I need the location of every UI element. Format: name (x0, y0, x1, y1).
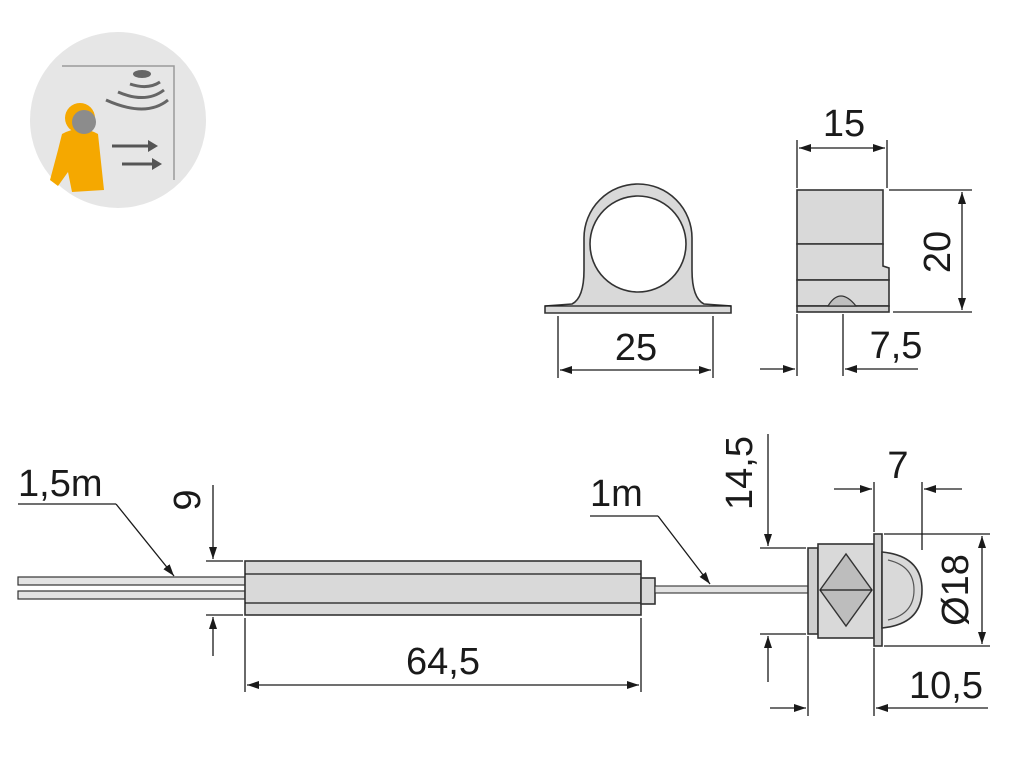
sensor-offset-label: 14,5 (719, 436, 761, 510)
lens-depth-label: 7 (887, 445, 908, 487)
clip-height-dimension: 20 (889, 189, 972, 313)
clip-depth-label: 15 (823, 103, 865, 145)
left-cable-length-label: 1,5m (18, 463, 102, 505)
right-cable-length-label: 1m (590, 473, 643, 515)
body-length-dimension: 64,5 (244, 618, 642, 692)
clip-offset-label: 7,5 (870, 325, 923, 367)
sensor-offset-dimension: 14,5 (719, 434, 806, 682)
clip-offset-dimension: 7,5 (760, 314, 922, 376)
motion-sensor-person-icon (30, 32, 206, 208)
left-cable (17, 576, 246, 600)
clip-front-view (544, 183, 732, 314)
body-height-label: 9 (167, 489, 209, 510)
left-cable-length-callout: 1,5m (18, 463, 175, 577)
sensor-diameter-dimension: Ø18 (884, 533, 990, 647)
right-cable (654, 585, 809, 594)
clip-depth-dimension: 15 (796, 103, 888, 188)
lens-depth-dimension: 7 (834, 445, 962, 550)
right-cable-length-callout: 1m (590, 473, 711, 585)
body-length-label: 64,5 (406, 641, 480, 683)
driver-body (244, 560, 656, 616)
sensor-diameter-label: Ø18 (935, 554, 977, 626)
sensor-head (807, 533, 923, 647)
clip-side-view (796, 189, 890, 313)
sensor-length-label: 10,5 (909, 665, 983, 707)
clip-width-label: 25 (615, 327, 657, 369)
sensor-length-dimension: 10,5 (770, 636, 988, 716)
clip-width-dimension: 25 (557, 316, 714, 378)
body-height-dimension: 9 (167, 485, 243, 656)
clip-height-label: 20 (917, 231, 959, 273)
